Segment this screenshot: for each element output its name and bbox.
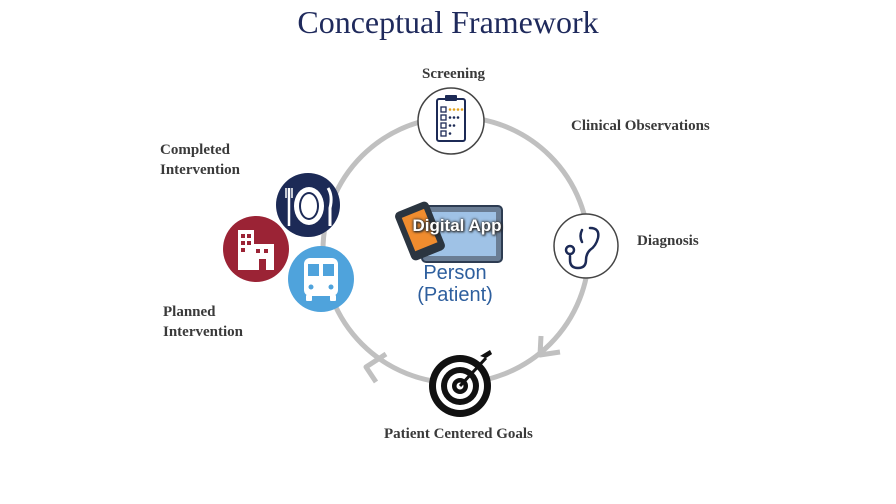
planned-intervention-label: Planned Intervention (163, 302, 243, 342)
building-node (223, 216, 289, 282)
planned-label-line2: Intervention (163, 324, 243, 340)
person-label: Person (Patient) (380, 262, 530, 306)
screening-node (417, 87, 485, 155)
completed-label-line1: Completed (160, 142, 230, 158)
person-line1: Person (423, 262, 487, 284)
completed-label-line2: Intervention (160, 162, 240, 178)
planned-label-line1: Planned (163, 304, 216, 320)
digital-app-devices (395, 201, 503, 263)
arrowhead-right (537, 335, 561, 358)
page-title: Conceptual Framework (297, 4, 599, 40)
diagnosis-label: Diagnosis (637, 233, 699, 249)
digital-app-label: Digital App (412, 216, 502, 235)
stethoscope-icon (564, 226, 600, 270)
target-icon (429, 350, 492, 417)
person-line2: (Patient) (417, 284, 493, 306)
completed-intervention-label: Completed Intervention (160, 140, 240, 180)
arrowhead-left (363, 351, 388, 384)
phone-icon (395, 201, 445, 261)
screening-label: Screening (422, 66, 486, 82)
completed-node (276, 173, 340, 237)
checklist-icon (436, 95, 466, 142)
bus-icon (304, 258, 338, 301)
building-icon (238, 230, 274, 270)
diagnosis-node (553, 213, 619, 279)
clinical-observations-label: Clinical Observations (571, 118, 710, 134)
bus-node (288, 246, 354, 312)
dinner-plate-icon (285, 187, 333, 226)
goals-label: Patient Centered Goals (384, 426, 533, 442)
goals-node (429, 350, 492, 417)
